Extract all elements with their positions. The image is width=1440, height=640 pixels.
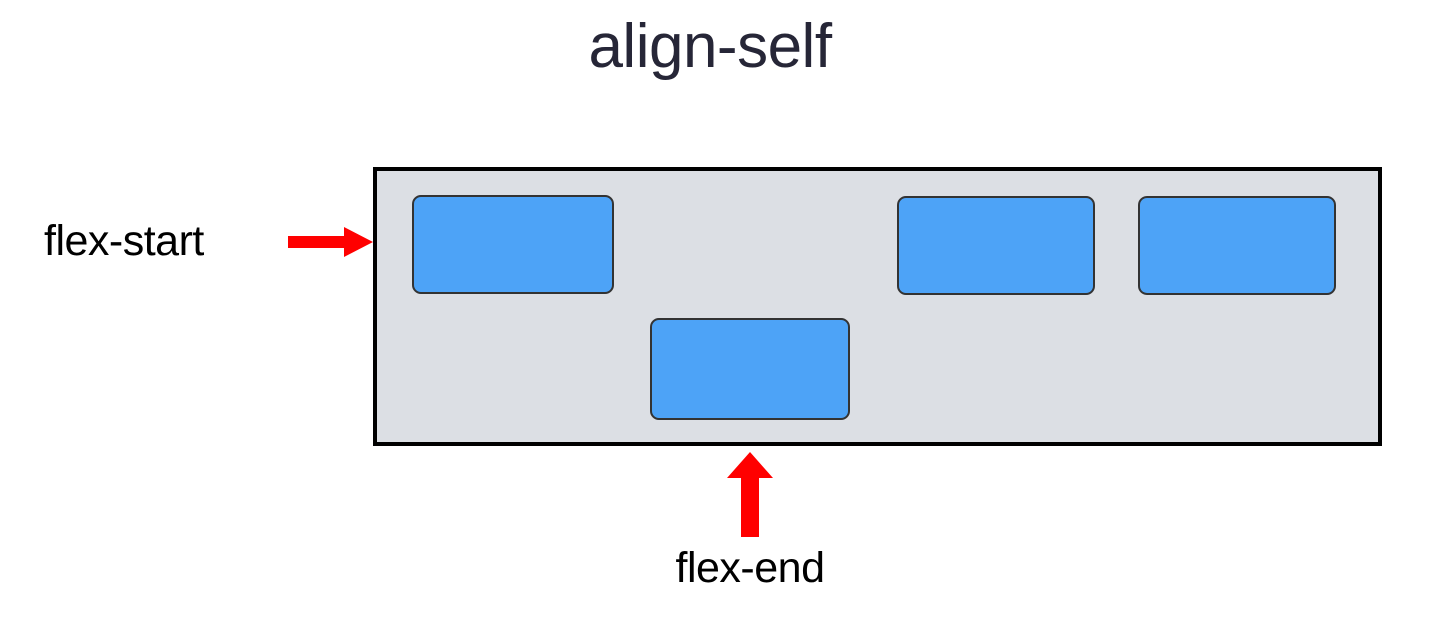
flex-item-2 xyxy=(650,318,850,420)
page-title: align-self xyxy=(588,12,832,81)
annotation-flex-end: flex-end xyxy=(600,448,900,593)
flex-items-layer xyxy=(377,171,1378,442)
flex-item-4 xyxy=(1138,196,1336,295)
annotation-flex-start: flex-start xyxy=(0,212,373,272)
arrow-right-icon xyxy=(288,227,373,257)
flex-item-3 xyxy=(897,196,1095,295)
flex-end-label: flex-end xyxy=(675,544,825,592)
flex-start-label: flex-start xyxy=(44,217,204,265)
flex-container xyxy=(373,167,1382,446)
arrow-up-icon xyxy=(727,452,773,537)
flex-item-1 xyxy=(412,195,614,294)
